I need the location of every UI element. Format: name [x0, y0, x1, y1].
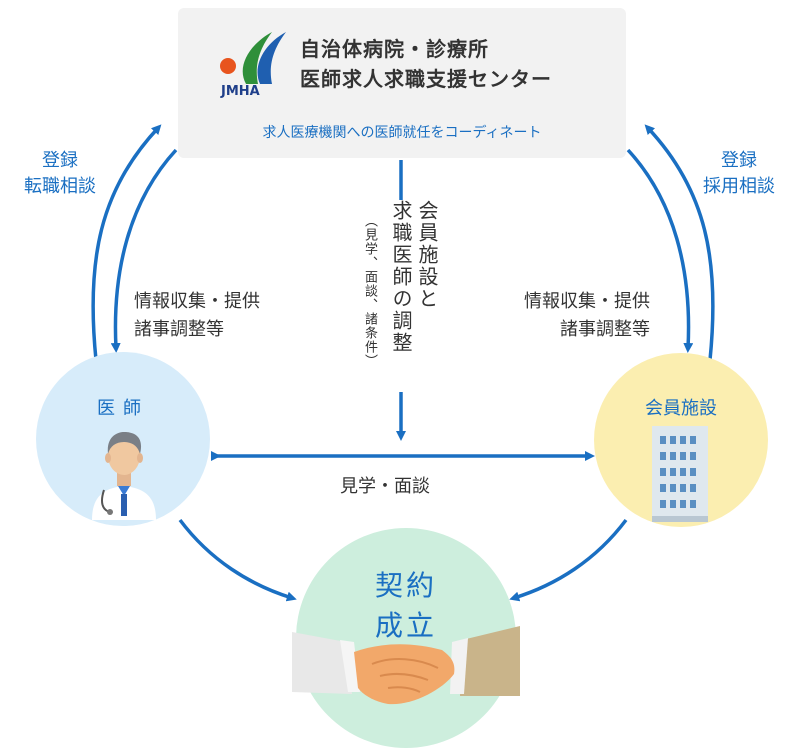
center-vertical-paren: （見学、面談、諸条件） [362, 214, 377, 368]
center-vertical-line2: 求職医師の調整 [389, 200, 413, 354]
label-left-info-line2: 諸事調整等 [134, 319, 224, 340]
center-title-line2: 医師求人求職支援センター [300, 67, 552, 91]
contract-label-line2: 成立 [374, 609, 437, 642]
center-subtitle: 求人医療機関への医師就任をコーディネート [262, 125, 542, 141]
arrow-left-outer [91, 124, 162, 361]
center-title-line1: 自治体病院・診療所 [300, 37, 489, 61]
label-left-info-line1: 情報収集・提供 [134, 291, 260, 312]
doctor-icon [92, 432, 156, 520]
label-left-register-line2: 転職相談 [24, 176, 96, 197]
arrow-doctor-contract [178, 518, 297, 602]
label-right-info: 情報収集・提供 諸事調整等 [524, 288, 650, 344]
center-vertical-text: 会員施設と 求職医師の調整 [388, 200, 440, 354]
arrow-facility-contract [509, 518, 628, 602]
contract-label: 契約 成立 [296, 566, 516, 646]
logo-text: JMHA [221, 84, 260, 99]
handshake-icon [292, 626, 520, 705]
jmha-logo-icon [220, 32, 286, 84]
label-right-register-line2: 採用相談 [703, 176, 775, 197]
label-right-info-line1: 情報収集・提供 [524, 291, 650, 312]
arrow-right-outer [644, 124, 715, 361]
center-vertical-line1: 会員施設と [415, 200, 439, 310]
label-left-register-line1: 登録 [42, 150, 78, 171]
label-right-register: 登録 採用相談 [694, 148, 784, 200]
visit-interview-label: 見学・面談 [340, 476, 430, 497]
label-right-info-line2: 諸事調整等 [560, 319, 650, 340]
center-title: 自治体病院・診療所 医師求人求職支援センター [300, 34, 552, 94]
facility-label: 会員施設 [645, 398, 717, 419]
doctor-label: 医師 [97, 398, 149, 419]
arrow-left-inner [110, 148, 178, 353]
label-right-register-line1: 登録 [721, 150, 757, 171]
building-icon [652, 426, 708, 522]
contract-label-line1: 契約 [374, 569, 437, 602]
label-left-info: 情報収集・提供 諸事調整等 [134, 288, 260, 344]
label-left-register: 登録 転職相談 [10, 148, 110, 200]
arrow-right-inner [626, 148, 694, 353]
